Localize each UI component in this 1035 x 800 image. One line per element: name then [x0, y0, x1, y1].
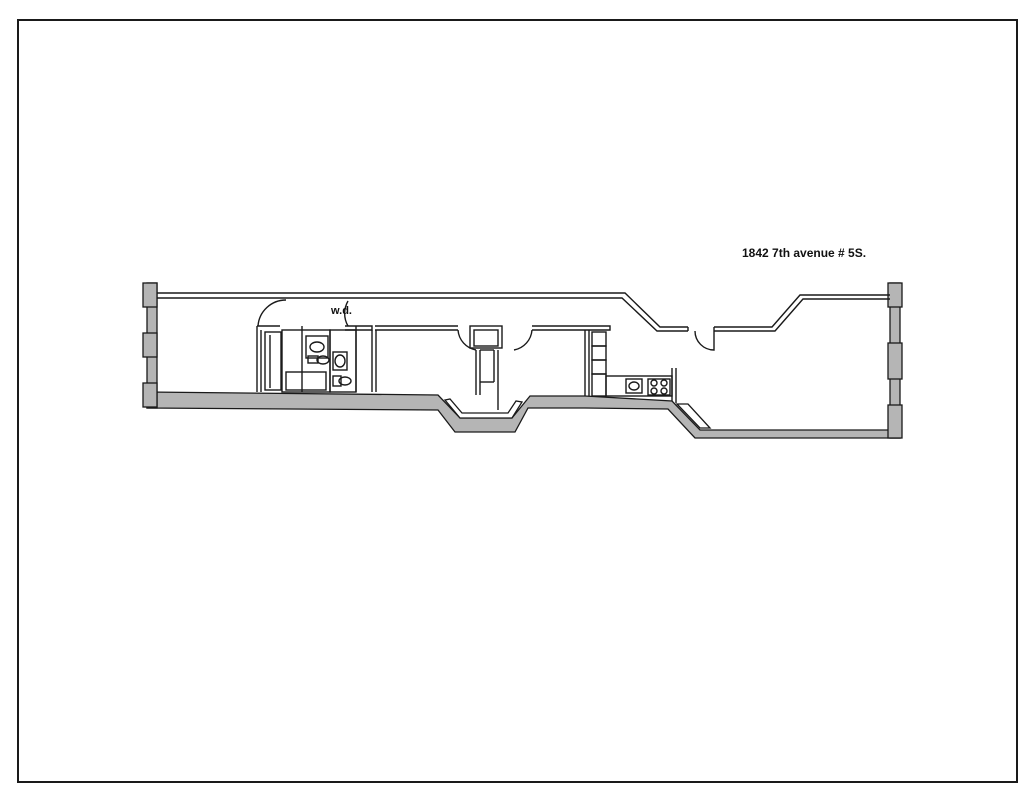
entry-door[interactable] [694, 330, 715, 351]
closet-middle [469, 325, 503, 349]
bathtub [285, 371, 327, 391]
kitchen-sink [625, 378, 643, 394]
window-pier [142, 282, 158, 308]
address-label: 1842 7th avenue # 5S. [742, 246, 867, 260]
corridor-wall [532, 325, 611, 331]
north-wall-inner [157, 297, 688, 332]
north-wall-outer [157, 292, 688, 328]
sink-icon [334, 354, 346, 368]
washer-dryer-door[interactable] [257, 299, 287, 327]
exterior-wall-south [146, 391, 901, 439]
kitchen-cabinet [591, 331, 607, 347]
vanity-2 [332, 351, 348, 371]
window-pier [887, 404, 903, 439]
window-pier [887, 282, 903, 308]
sink-icon [628, 381, 640, 391]
window-pier [142, 332, 158, 358]
stove [647, 378, 671, 396]
closet [264, 331, 282, 391]
burner-icon [660, 387, 668, 395]
corridor-wall [345, 325, 373, 331]
burner-icon [650, 387, 658, 395]
sink-icon [309, 341, 325, 353]
burner-icon [660, 379, 668, 387]
washer-dryer-label: w.d. [331, 305, 352, 317]
closet-door[interactable] [344, 300, 349, 327]
bay-window-right [675, 403, 712, 429]
burner-icon [650, 379, 658, 387]
bathroom-2 [329, 329, 357, 393]
bedroom-door[interactable] [513, 329, 533, 351]
window-pier [142, 382, 158, 408]
bedroom-door[interactable] [457, 329, 477, 351]
north-wall-outer-east [714, 294, 890, 328]
bay-window-left [443, 398, 524, 419]
toilet-icon [332, 375, 342, 387]
drawing-border [17, 19, 1018, 783]
north-wall-inner-east [714, 298, 890, 332]
toilet-icon [307, 355, 319, 364]
window-pier [887, 342, 903, 380]
